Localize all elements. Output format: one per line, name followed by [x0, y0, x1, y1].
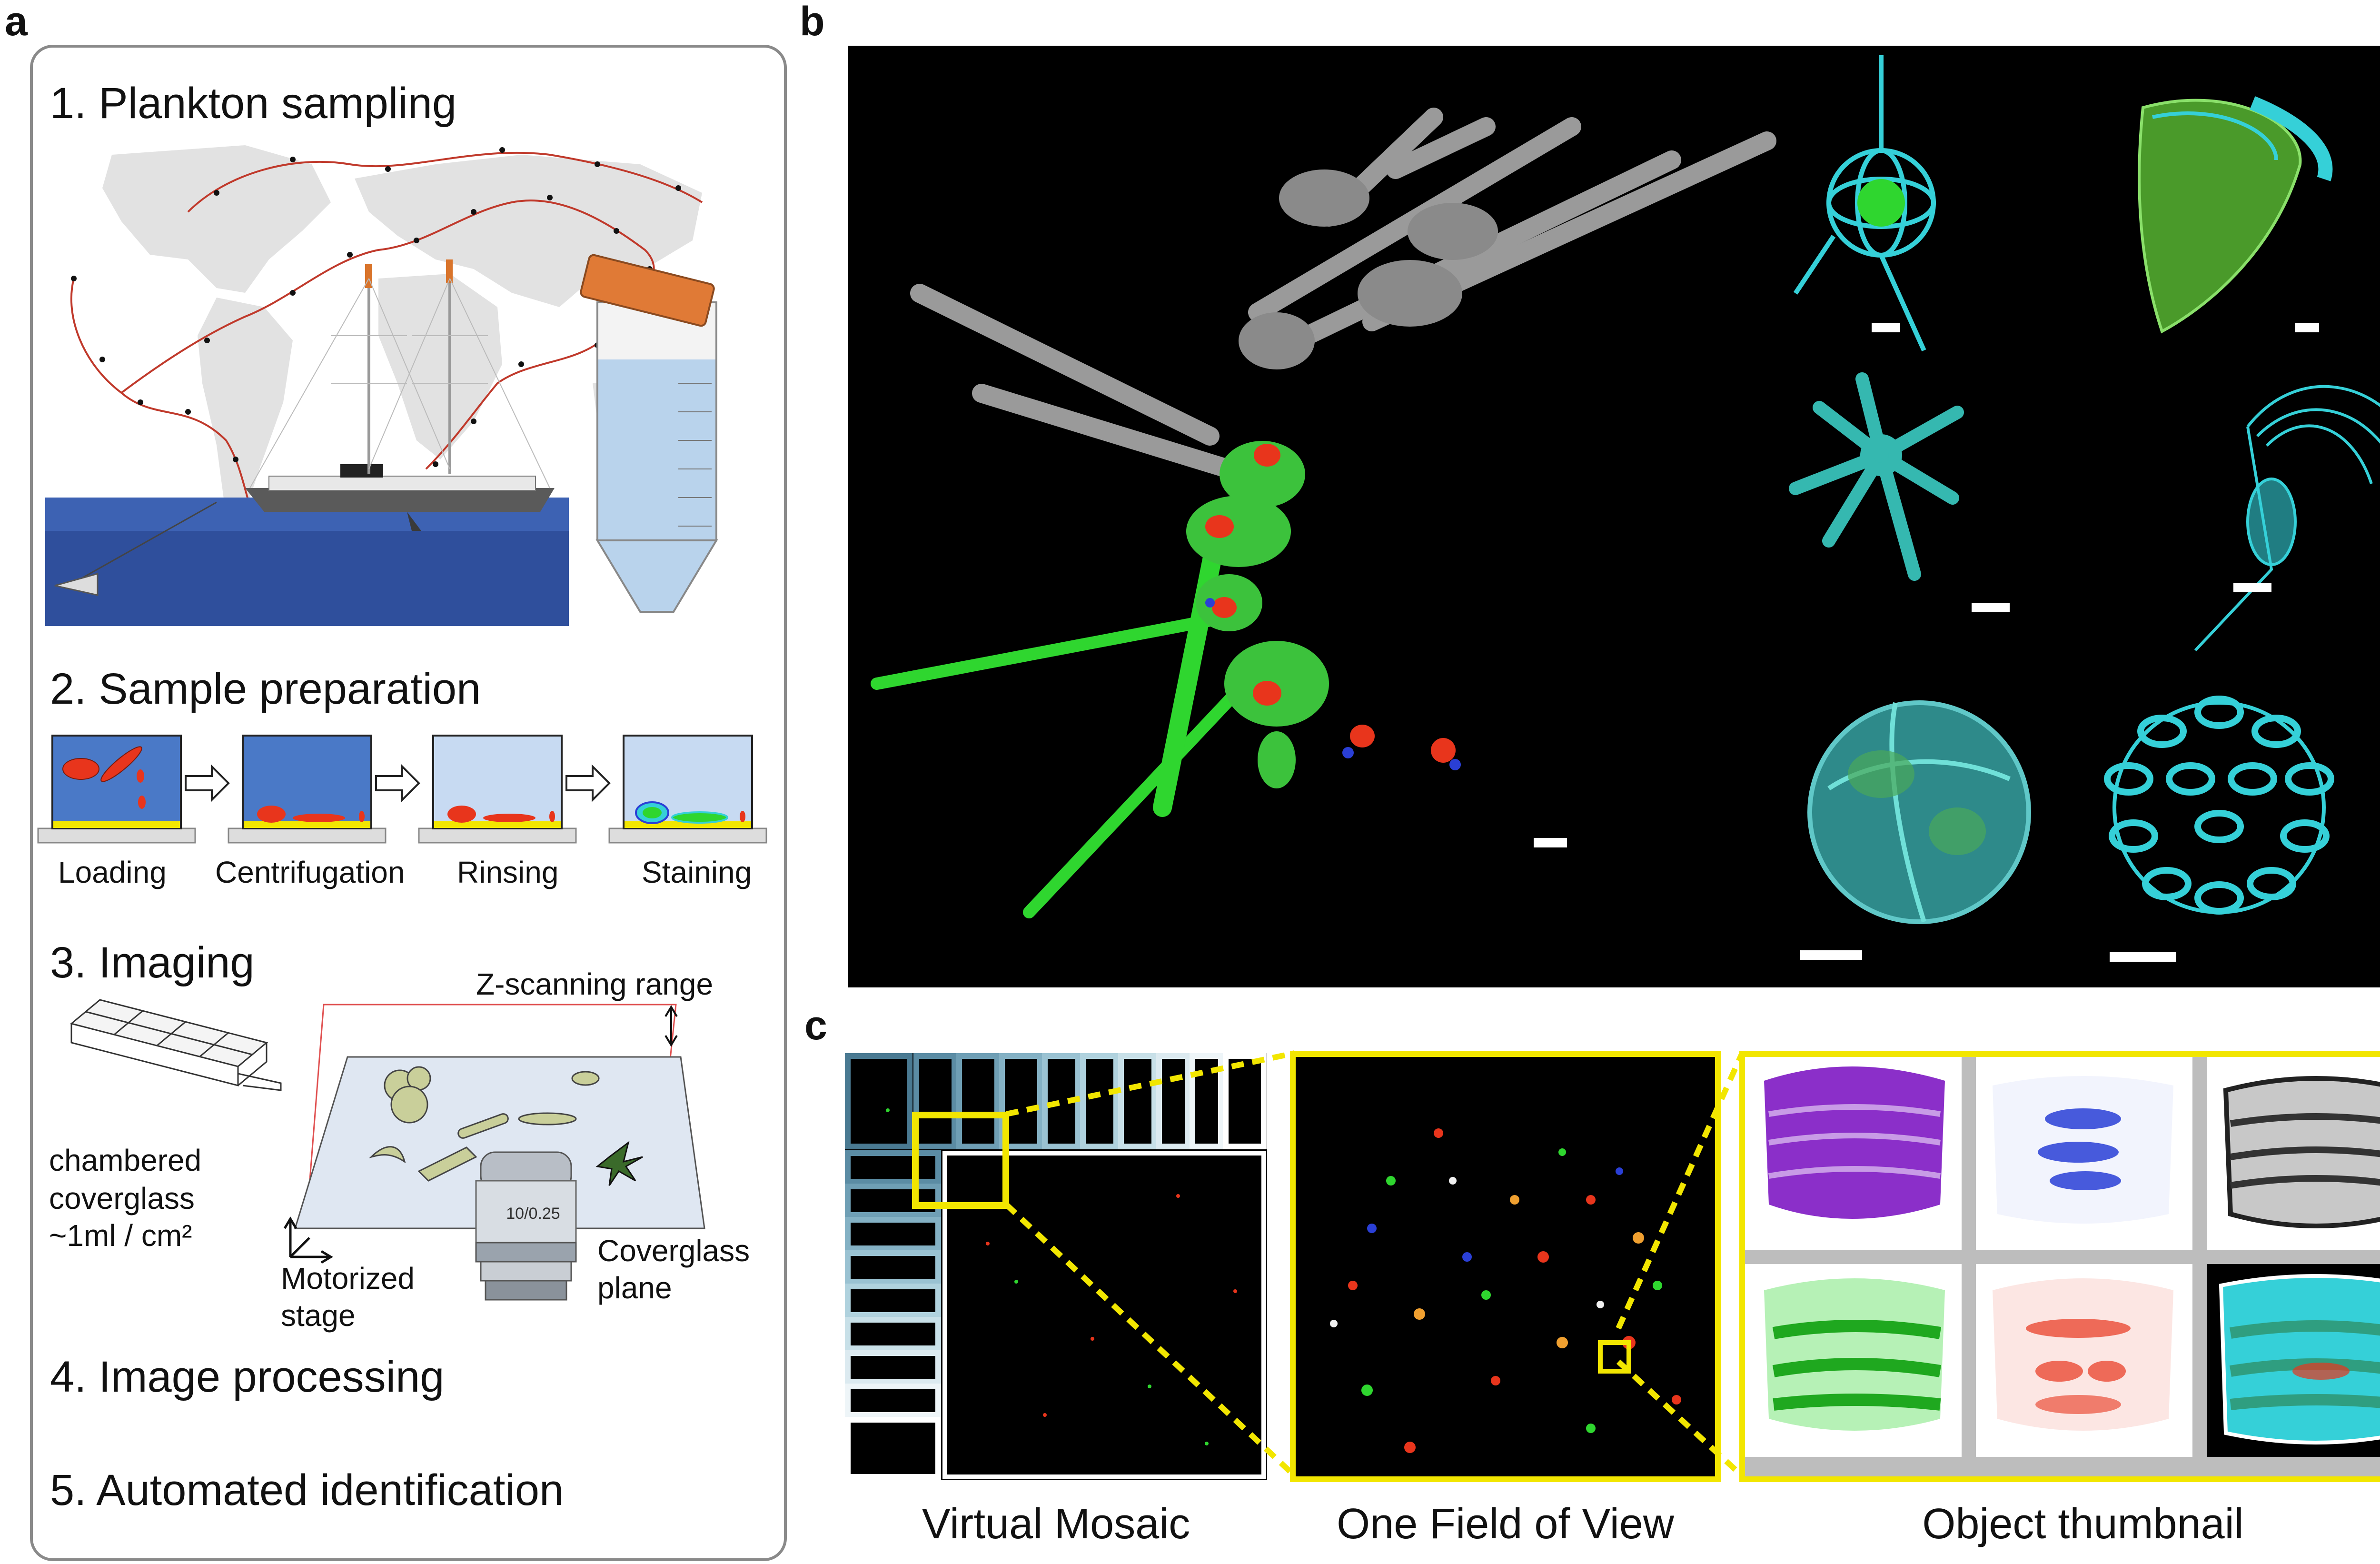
field-of-view-image	[1330, 1128, 1681, 1453]
well-loading	[37, 735, 196, 844]
sailing-ship-icon	[245, 259, 555, 531]
caption-one-field-of-view: One Field of View	[1337, 1500, 1674, 1548]
z-scanning-range-label: Z-scanning range	[476, 967, 714, 1001]
selected-object	[1598, 1340, 1631, 1374]
dinocyst-rendering	[1807, 700, 2031, 924]
imaging-diagram: 10/0.25	[69, 999, 705, 1301]
step-4-title: 4. Image processing	[50, 1353, 445, 1401]
stage-label-line2: stage	[281, 1298, 356, 1333]
thumbnail-green-channel	[1764, 1278, 1945, 1431]
scale-bar	[2233, 583, 2271, 592]
step-1-title: 1. Plankton sampling	[50, 79, 457, 128]
tintinnid-rendering	[2138, 96, 2333, 334]
thumbnail-red-channel	[1993, 1278, 2173, 1431]
caption-virtual-mosaic: Virtual Mosaic	[922, 1500, 1190, 1548]
coverglass-label-line2: coverglass	[49, 1181, 195, 1215]
well-rinsing	[418, 735, 577, 844]
object-thumbnails	[1745, 1057, 2380, 1457]
thumbnail-purple-channel	[1764, 1066, 1945, 1219]
dinoflagellate-rendering	[2194, 385, 2380, 652]
scale-bar	[1872, 323, 1900, 332]
field-of-view-panel	[1290, 1051, 1721, 1482]
microscope-objective-icon: 10/0.25	[475, 1151, 577, 1301]
plankton-net-icon	[54, 573, 99, 596]
sample-preparation-diagram	[37, 735, 767, 844]
selected-field-of-view	[912, 1112, 1009, 1209]
coccolithophore-rendering	[2104, 696, 2334, 915]
well-centrifugation	[228, 735, 387, 844]
panel-label-b: b	[800, 0, 825, 44]
scale-bar	[2295, 323, 2319, 332]
thumbnail-blue-channel	[1993, 1076, 2173, 1224]
thumbnail-merged-channel	[2219, 1274, 2380, 1444]
scale-bar	[1972, 603, 2010, 612]
sampling-illustration	[45, 145, 718, 626]
prep-label-loading: Loading	[58, 855, 167, 889]
chambered-coverglass-icon	[69, 999, 282, 1091]
thumbnail-brightfield-channel	[2223, 1076, 2380, 1228]
star-cell-icon	[595, 1141, 643, 1186]
caption-object-thumbnail: Object thumbnail	[1922, 1500, 2244, 1548]
radiolarian-rendering	[1793, 55, 1936, 352]
xyz-axes-icon	[283, 1216, 333, 1264]
stage-label-line1: Motorized	[281, 1261, 415, 1295]
chain-diatom-rendering	[871, 108, 1776, 918]
mosaic-grid	[845, 1053, 1267, 1480]
scale-bar	[2110, 952, 2176, 962]
coverglass-volume-label: ~1ml / cm²	[49, 1218, 192, 1253]
objective-label: 10/0.25	[506, 1205, 560, 1223]
step-3-title: 3. Imaging	[50, 938, 255, 987]
prep-label-centrifugation: Centrifugation	[215, 855, 405, 889]
plane-label-line1: Coverglass	[597, 1234, 750, 1268]
arrow-right-icon	[565, 764, 611, 802]
arrow-right-icon	[375, 764, 420, 802]
plankton-cells	[369, 1066, 600, 1182]
step-2-title: 2. Sample preparation	[50, 665, 481, 713]
prep-label-staining: Staining	[642, 855, 752, 889]
scale-bar	[1534, 838, 1567, 847]
well-staining	[608, 735, 767, 844]
coverglass-label-line1: chambered	[49, 1143, 202, 1177]
panel-label-a: a	[5, 0, 28, 44]
scale-bar	[1800, 950, 1862, 960]
mosaic-connector-lines	[1004, 1050, 1297, 1478]
sample-tube-icon	[580, 254, 718, 613]
arrow-right-icon	[185, 764, 230, 802]
organism-renderings	[871, 55, 2380, 962]
fov-connector-lines	[1616, 1052, 1745, 1478]
acantharian-rendering	[1789, 372, 1964, 581]
step-5-title: 5. Automated identification	[50, 1466, 564, 1514]
prep-label-rinsing: Rinsing	[457, 855, 559, 889]
plane-label-line2: plane	[597, 1271, 672, 1305]
panel-label-c: c	[804, 1003, 827, 1048]
